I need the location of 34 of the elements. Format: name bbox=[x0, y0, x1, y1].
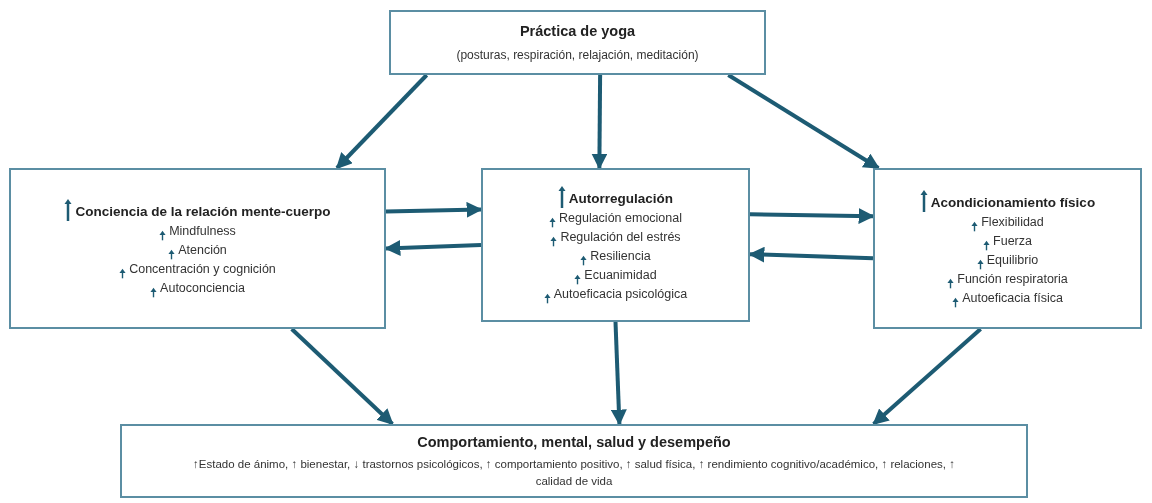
list-item: Flexibilidad bbox=[981, 213, 1044, 231]
process-box bbox=[9, 168, 386, 329]
box-heading: Conciencia de la relación mente-cuerpo bbox=[75, 203, 331, 221]
box-heading: Autorregulación bbox=[568, 190, 674, 208]
box-description: (posturas, respiración, relajación, meditación) bbox=[456, 46, 699, 64]
box-heading: Comportamiento, mental, salud y desempeño bbox=[417, 432, 731, 452]
list-item: Función respiratoria bbox=[957, 270, 1068, 288]
list-item: Autoeficacia física bbox=[962, 289, 1063, 307]
arrow bbox=[610, 321, 627, 426]
process-box bbox=[481, 168, 750, 322]
arrow bbox=[872, 327, 982, 426]
list-item: Resiliencia bbox=[590, 248, 651, 265]
box-heading: Acondicionamiento físico bbox=[930, 193, 1096, 212]
list-item: Autoeficacia psicológica bbox=[553, 286, 688, 303]
list-item: Ecuanimidad bbox=[584, 267, 657, 284]
arrow bbox=[290, 327, 394, 426]
list-item: Mindfulness bbox=[169, 223, 236, 240]
process-box bbox=[873, 168, 1142, 329]
list-item: Atención bbox=[178, 242, 227, 259]
arrow bbox=[335, 73, 429, 170]
arrow bbox=[749, 208, 875, 225]
process-box bbox=[389, 10, 766, 75]
arrow bbox=[385, 201, 483, 218]
arrow bbox=[727, 73, 880, 170]
list-item: Autoconciencia bbox=[160, 280, 245, 297]
process-box bbox=[120, 424, 1028, 498]
list-item: Fuerza bbox=[993, 232, 1032, 250]
list-item: Regulación del estrés bbox=[560, 229, 681, 246]
box-heading: Práctica de yoga bbox=[519, 22, 636, 42]
box-description: ↑Estado de ánimo, ↑ bienestar, ↓ trastornos psicológicos, ↑ comportamiento positivo, ↑ salud física, ↑ rendimiento cognitivo/académico, ↑ relaciones, ↑ calidad de vida bbox=[192, 457, 956, 490]
list-item: Concentración y cognición bbox=[129, 261, 276, 278]
arrow bbox=[591, 75, 608, 170]
list-item: Regulación emocional bbox=[559, 210, 682, 227]
list-item: Equilibrio bbox=[986, 251, 1039, 269]
